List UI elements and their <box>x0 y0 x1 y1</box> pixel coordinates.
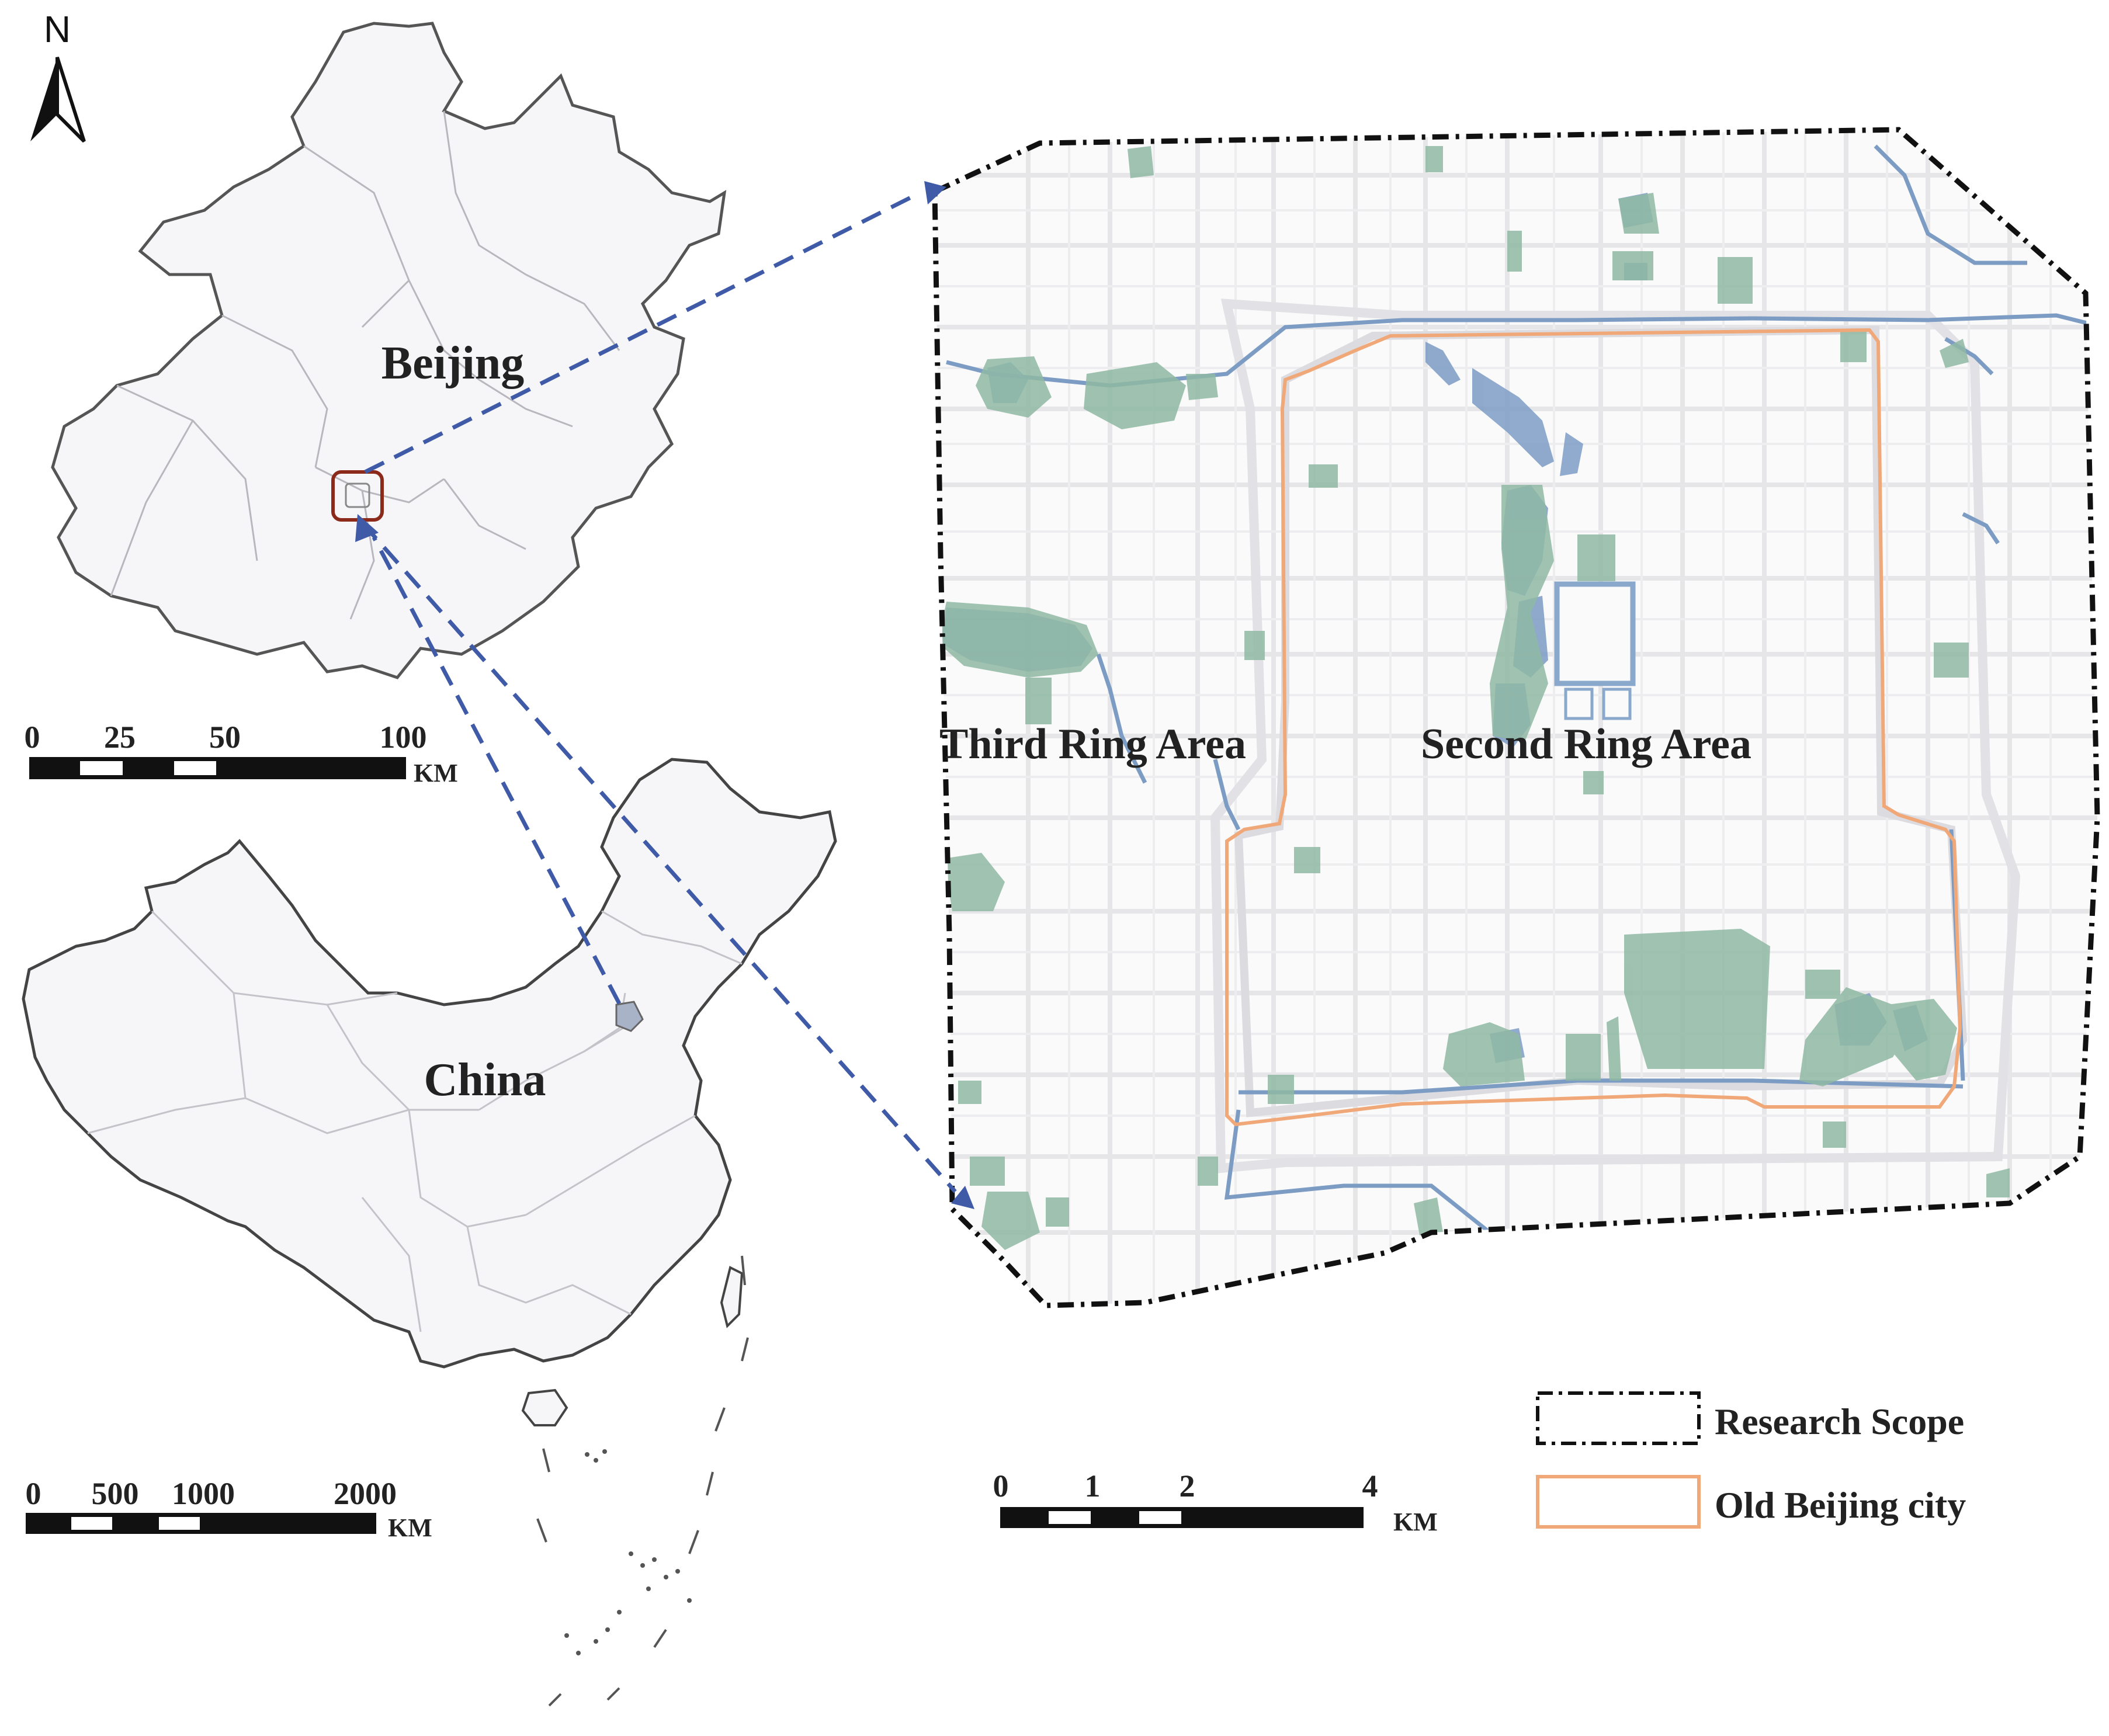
north-letter: N <box>44 8 71 50</box>
legend-item-research-scope: Research Scope <box>1536 1391 1964 1445</box>
detail-map: Third Ring Area Second Ring Area <box>932 127 2100 1308</box>
forbidden-city <box>1554 581 1636 686</box>
third-ring-road <box>1210 298 2021 1173</box>
north-arrow: N <box>30 8 86 143</box>
beijing-map: Beijing <box>51 22 727 679</box>
north-arrow-icon <box>30 57 86 143</box>
detail-scale-unit: KM <box>1393 1508 1438 1536</box>
research-scope-swatch <box>1536 1391 1701 1445</box>
legend-item-old-beijing-city: Old Beijing city <box>1536 1475 1966 1529</box>
beijing-scale-tick-1: 25 <box>104 720 136 755</box>
third-ring-area-label: Third Ring Area <box>939 720 1246 768</box>
china-scale-tick-2: 1000 <box>172 1476 235 1511</box>
china-scale-tick-1: 500 <box>92 1476 139 1511</box>
south-china-sea-islands <box>564 1449 692 1655</box>
china-label: China <box>424 1054 546 1106</box>
beijing-scale-tick-0: 0 <box>25 720 40 755</box>
arrowhead-to-detail-bottom <box>951 1186 974 1209</box>
beijing-scale-tick-2: 50 <box>209 720 241 755</box>
china-boundary <box>22 758 837 1369</box>
china-beijing-marker <box>615 1001 644 1032</box>
legend-research-scope-label: Research Scope <box>1715 1401 1964 1442</box>
china-scale-tick-0: 0 <box>26 1476 41 1511</box>
detail-scale-tick-1: 1 <box>1085 1468 1101 1504</box>
arrowhead-to-beijing <box>355 514 379 542</box>
second-ring-area-label: Second Ring Area <box>1421 720 1751 768</box>
beijing-scale-tick-3: 100 <box>380 720 427 755</box>
china-map: China <box>22 758 837 1707</box>
taiwan-island <box>720 1266 744 1328</box>
beijing-scale-unit: KM <box>414 759 458 787</box>
green-spaces <box>938 146 2010 1250</box>
china-scale-unit: KM <box>388 1513 432 1542</box>
detail-scale-tick-2: 2 <box>1180 1468 1195 1504</box>
nine-dash-line <box>536 1255 749 1707</box>
beijing-boundary <box>51 22 727 679</box>
china-scale-bar: 0 500 1000 2000 KM <box>26 1476 432 1542</box>
china-scale-tick-3: 2000 <box>334 1476 397 1511</box>
arrowhead-to-detail-top <box>924 181 946 204</box>
detail-scale-tick-3: 4 <box>1362 1468 1378 1504</box>
beijing-scale-bar: 0 25 50 100 KM <box>25 720 458 787</box>
legend-old-beijing-city-label: Old Beijing city <box>1715 1484 1966 1526</box>
detail-scale-tick-0: 0 <box>993 1468 1009 1504</box>
connector-arrows <box>355 181 974 1209</box>
old-beijing-city-swatch <box>1536 1475 1701 1529</box>
beijing-label: Beijing <box>381 338 524 389</box>
legend: Research Scope Old Beijing city <box>1536 1391 1966 1529</box>
hainan-island <box>521 1388 568 1426</box>
detail-scale-bar: 0 1 2 4 KM <box>993 1468 1438 1536</box>
beijing-districts <box>110 110 620 620</box>
old-beijing-city-boundary <box>1225 328 1962 1127</box>
